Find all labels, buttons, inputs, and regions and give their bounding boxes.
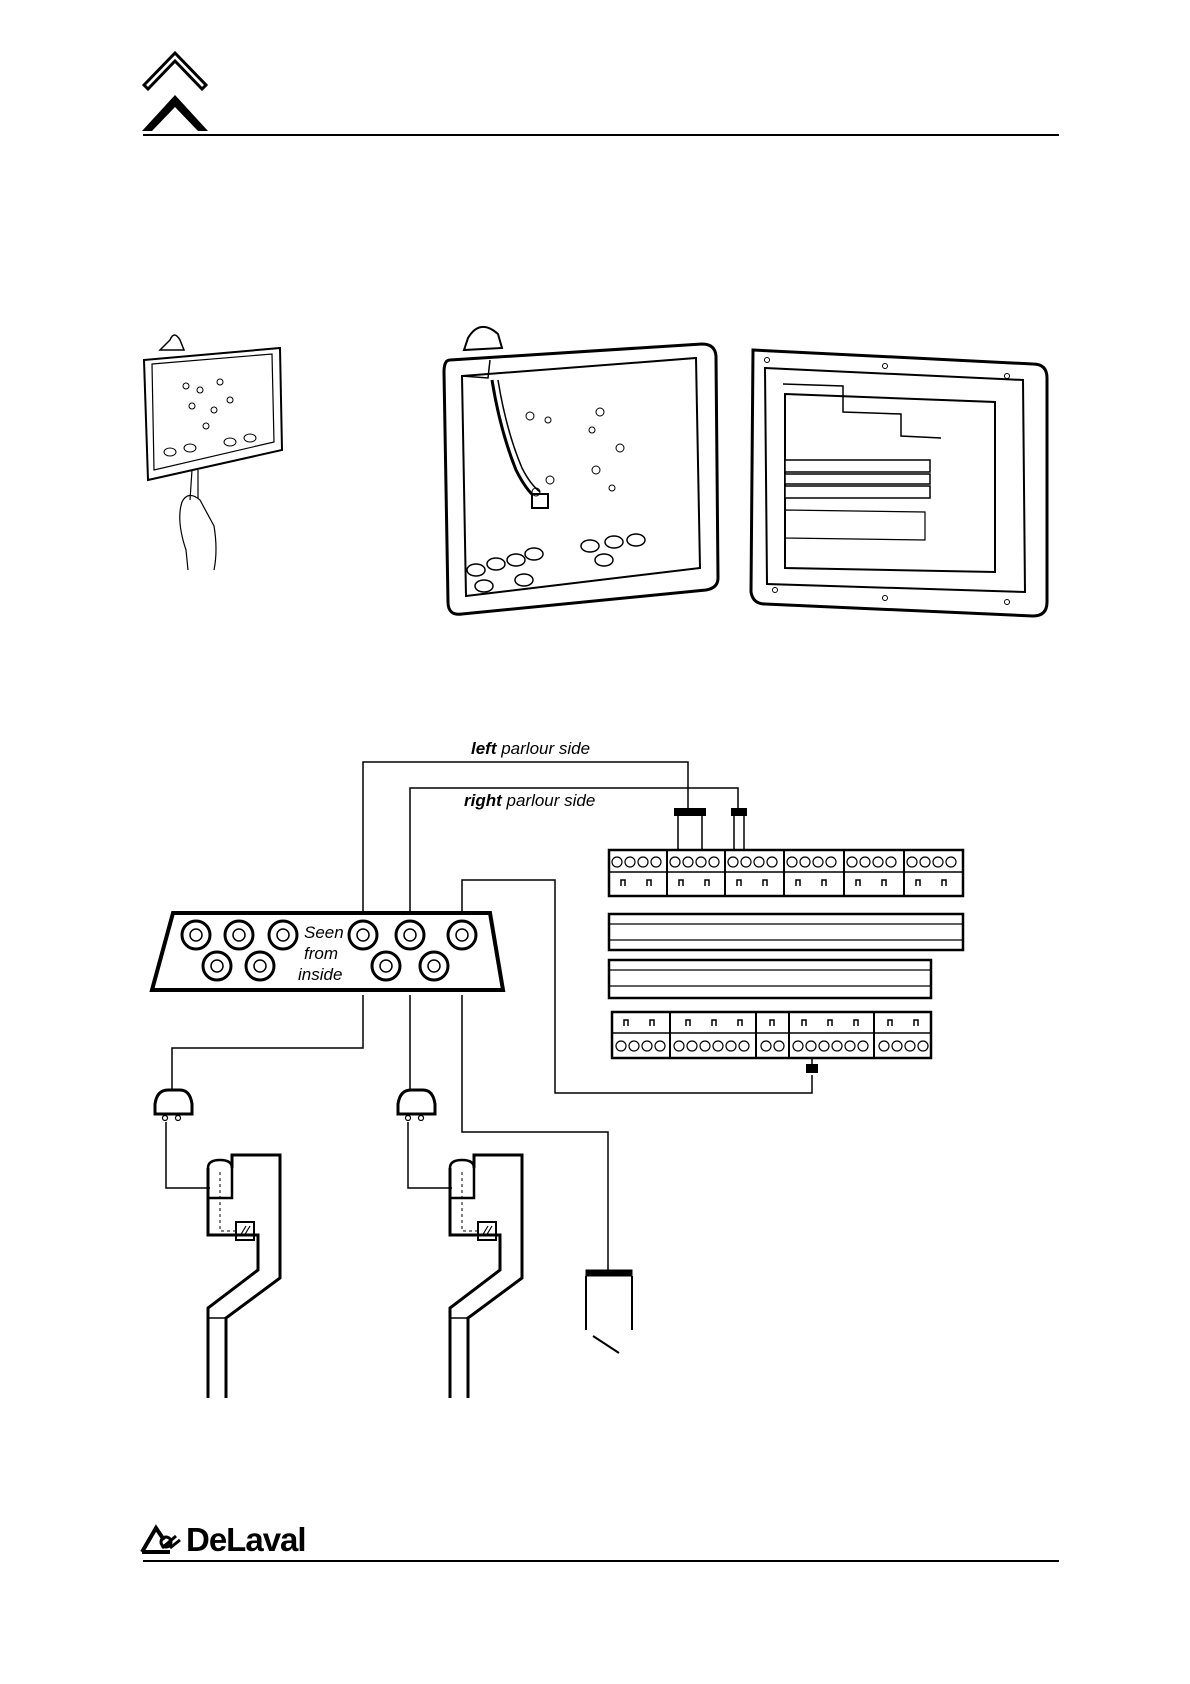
seen-from-inside-label: Seen from inside xyxy=(298,922,368,985)
left-label-rest: parlour side xyxy=(497,739,591,758)
right-label-rest: parlour side xyxy=(502,791,596,810)
right-label-bold: right xyxy=(464,791,502,810)
left-parlour-side-label: left parlour side xyxy=(471,740,590,757)
brand-name: DeLaval xyxy=(186,1523,306,1556)
seen-line-1: Seen xyxy=(298,922,368,943)
right-parlour-side-label: right parlour side xyxy=(464,792,595,809)
delaval-logo-icon xyxy=(140,1526,182,1554)
footer-rule xyxy=(143,1560,1059,1562)
seen-line-3: inside xyxy=(298,964,368,985)
seen-line-2: from xyxy=(298,943,368,964)
left-label-bold: left xyxy=(471,739,497,758)
